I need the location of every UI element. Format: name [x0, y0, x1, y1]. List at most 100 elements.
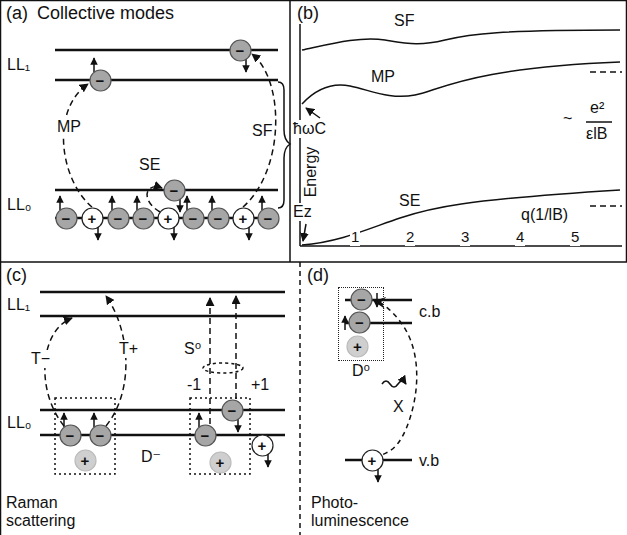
spin-arrow — [186, 196, 188, 210]
diagram-stroke — [302, 30, 620, 50]
diagram-label: q(1/lB) — [520, 206, 569, 224]
panel-divider — [289, 0, 291, 262]
diagram-label: Energy — [302, 146, 320, 199]
diagram-stroke — [590, 71, 622, 73]
diagram-label: SE — [398, 192, 421, 210]
diagram-stroke — [235, 296, 237, 399]
spin-arrow — [179, 198, 181, 212]
diagram-label: -1 — [186, 376, 202, 394]
axis-number: 4 — [515, 229, 525, 246]
charge-sign: − — [264, 211, 273, 226]
circle-shape — [258, 208, 279, 229]
diagram-stroke — [243, 54, 276, 207]
charge-sign: − — [114, 211, 123, 226]
electron-circle: − — [229, 39, 252, 62]
diagram-stroke — [302, 62, 620, 104]
circle-shape — [60, 425, 81, 446]
electron-circle: − — [221, 399, 244, 422]
spin-arrow — [377, 468, 379, 482]
diagram-stroke — [55, 79, 278, 82]
diagram-label: +1 — [250, 376, 270, 394]
spin-arrow — [376, 293, 378, 307]
charge-sign: − — [355, 315, 364, 330]
spin-arrow — [344, 316, 346, 330]
diagram-stroke — [147, 187, 162, 212]
spin-arrow — [136, 196, 138, 210]
spin-arrows — [60, 58, 378, 482]
electron-circle: − — [194, 424, 217, 447]
charge-sign: − — [201, 428, 210, 443]
axis-number: 2 — [405, 229, 415, 246]
circle-shape — [90, 70, 111, 91]
electron-circle: − — [55, 207, 78, 230]
recombination-arrow — [375, 301, 417, 454]
diagram-label: Photo- luminescence — [310, 494, 417, 529]
charge-sign: + — [88, 211, 97, 226]
ion-circle: + — [74, 449, 97, 472]
spin-arrow — [198, 413, 200, 427]
spin-arrow — [111, 196, 113, 210]
diagram-label: Raman scattering — [5, 494, 87, 529]
charge-sign: + — [258, 438, 267, 453]
electron-circle: − — [132, 207, 155, 230]
spin-arrow — [93, 58, 95, 72]
diagram-stroke — [203, 363, 243, 373]
axis-number: 3 — [460, 229, 470, 246]
diagram-label: D⁻ — [140, 448, 162, 466]
diagram-label: ħωC — [292, 120, 327, 138]
diagram-label: (a) — [5, 4, 29, 24]
complex-outline — [55, 398, 250, 474]
charge-sign: − — [62, 211, 71, 226]
hole-circle: + — [232, 207, 255, 230]
charge-sign: − — [96, 428, 105, 443]
spin-arrow — [267, 453, 269, 467]
diagram-label: LL₀ — [6, 414, 32, 432]
diagram-stroke — [586, 121, 612, 123]
diagram-label: T− — [30, 350, 51, 368]
spin-arrow — [237, 418, 239, 432]
diagram-label: Collective modes — [36, 4, 175, 24]
electron-circle: − — [182, 207, 205, 230]
circle-shape — [82, 208, 103, 229]
diagram-stroke — [209, 298, 211, 424]
diagram-label: SF — [251, 122, 273, 140]
circle-shape — [164, 180, 185, 201]
diagram-label: (b) — [296, 4, 320, 24]
photon-wave — [382, 381, 406, 387]
edge-label: X — [392, 398, 405, 416]
spin-arrow — [93, 413, 95, 427]
charge-sign: − — [214, 211, 223, 226]
diagram-label: S⁰ — [183, 340, 202, 358]
electron-circle: − — [107, 207, 130, 230]
spin-arrow — [245, 58, 247, 72]
complex-label: D⁰ — [352, 362, 370, 380]
electron-circle: − — [348, 311, 371, 334]
electron-circle: − — [350, 288, 373, 311]
charge-sign: + — [239, 211, 248, 226]
transition-arcs — [45, 54, 276, 426]
spin-arrow — [173, 226, 175, 240]
charge-sign: − — [189, 211, 198, 226]
diagram-stroke — [302, 190, 620, 245]
charge-sign: − — [228, 403, 237, 418]
spin-arrow — [59, 196, 61, 210]
electron-circle: − — [257, 207, 280, 230]
circle-shape — [347, 336, 368, 357]
diagram-stroke — [63, 84, 92, 207]
hole-circle: + — [157, 207, 180, 230]
diagram-label: SE — [138, 156, 161, 174]
ion-circle: + — [209, 451, 232, 474]
spin-arrow — [261, 196, 263, 210]
circle-shape — [90, 425, 111, 446]
axis-number: 5 — [570, 229, 580, 246]
spin-arrow — [211, 196, 213, 210]
diagram-label: LL₀ — [6, 196, 32, 214]
diagram-stroke — [190, 398, 250, 474]
dispersion-plot — [300, 20, 622, 246]
charge-sign: − — [170, 183, 179, 198]
circle-shape — [183, 208, 204, 229]
charge-sign: + — [81, 453, 90, 468]
diagram-label: v.b — [418, 452, 440, 470]
diagram-stroke — [40, 315, 285, 318]
